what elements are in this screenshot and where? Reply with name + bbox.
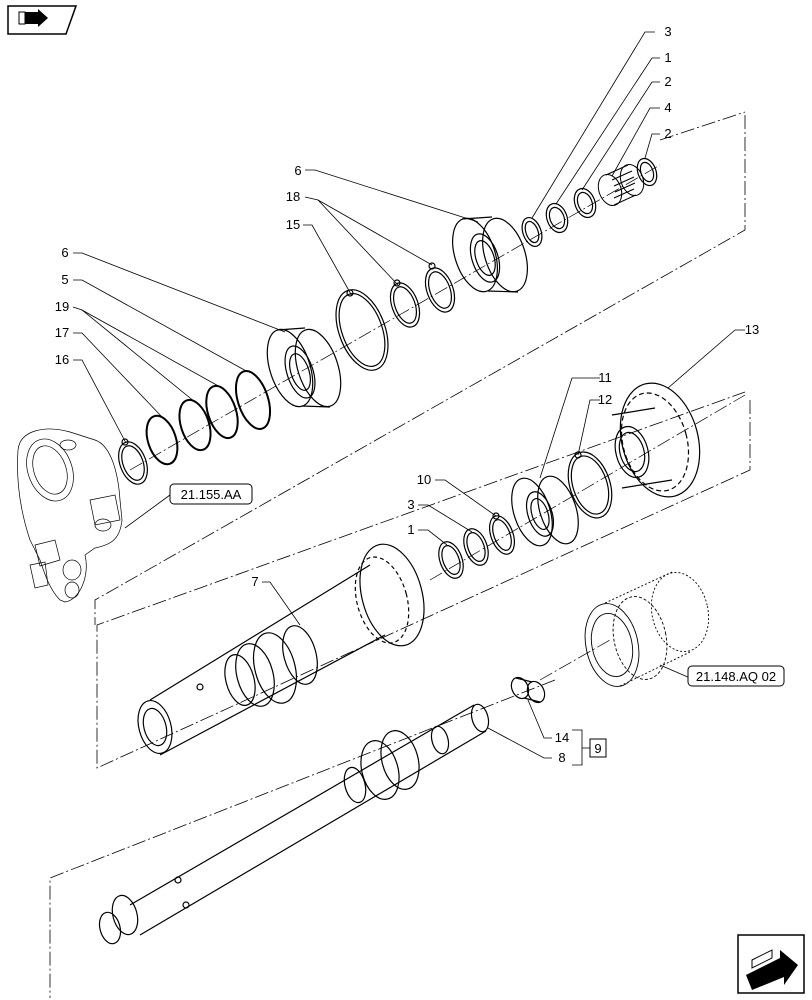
transmission-housing xyxy=(17,428,123,603)
snap-ring-18a xyxy=(424,262,456,313)
upper-axis-line xyxy=(129,164,746,681)
callout-9: 9 xyxy=(594,741,601,756)
washer-2-top xyxy=(573,187,597,219)
callout-4: 4 xyxy=(664,100,671,115)
callout-12: 12 xyxy=(598,392,612,407)
ball-bearing-6-left xyxy=(266,327,342,408)
callout-labels: 3 1 2 4 2 6 18 15 6 5 19 17 16 13 11 12 … xyxy=(55,24,759,765)
snap-ring-3-mid xyxy=(463,528,489,566)
ref-link-clutch[interactable]: 21.148.AQ 02 xyxy=(687,665,785,687)
callout-5: 5 xyxy=(61,272,68,287)
shim-1-top xyxy=(545,202,569,234)
callout-14: 14 xyxy=(555,730,569,745)
ref-housing-label: 21.155.AA xyxy=(181,487,242,502)
o-ring-19b xyxy=(178,398,212,452)
snap-ring-10 xyxy=(489,512,515,555)
callout-15: 15 xyxy=(286,217,300,232)
circlip-15 xyxy=(335,289,389,371)
callout-1-mid: 1 xyxy=(407,522,414,537)
o-ring-17 xyxy=(145,414,179,466)
gear-13 xyxy=(611,382,701,498)
circlip-16 xyxy=(118,438,148,485)
callout-11: 11 xyxy=(598,370,612,385)
bushing-14 xyxy=(510,676,546,704)
assembly-boundary-lower xyxy=(96,391,751,769)
callout-3-mid: 3 xyxy=(407,497,414,512)
callout-13: 13 xyxy=(745,322,759,337)
callout-17: 17 xyxy=(55,325,69,340)
callout-2-right: 2 xyxy=(664,126,671,141)
assembly-boundary-upper xyxy=(94,115,746,625)
ball-bearing-11 xyxy=(511,475,579,547)
callout-18: 18 xyxy=(286,189,300,204)
o-ring-5 xyxy=(234,370,272,430)
o-ring-19a xyxy=(205,384,239,440)
next-page-arrow-icon[interactable] xyxy=(737,934,805,994)
shim-1-mid xyxy=(438,541,464,579)
callout-1-top: 1 xyxy=(664,50,671,65)
callout-2-top: 2 xyxy=(664,74,671,89)
ref-link-housing[interactable]: 21.155.AA xyxy=(169,483,253,505)
book-arrow-icon[interactable] xyxy=(7,5,78,35)
clutch-pack xyxy=(584,571,710,687)
leader-lines xyxy=(72,31,745,766)
snap-ring-18b xyxy=(389,279,421,328)
callout-3-top: 3 xyxy=(664,24,671,39)
callout-19: 19 xyxy=(55,299,69,314)
callout-10: 10 xyxy=(417,472,431,487)
circlip-12 xyxy=(567,451,613,519)
ball-bearing-6-upper xyxy=(452,216,528,293)
main-shaft-7 xyxy=(137,543,425,756)
needle-bearing-4 xyxy=(597,164,645,206)
callout-7: 7 xyxy=(251,574,258,589)
output-shaft-8 xyxy=(98,703,490,945)
callout-6-left: 6 xyxy=(61,245,68,260)
callout-16: 16 xyxy=(55,352,69,367)
callout-9-box: 9 xyxy=(589,738,607,758)
ref-clutch-label: 21.148.AQ 02 xyxy=(696,669,776,684)
snap-ring-3-top xyxy=(521,216,543,248)
callout-6-upper: 6 xyxy=(294,163,301,178)
callout-8: 8 xyxy=(558,750,565,765)
washer-2-right xyxy=(636,157,658,187)
